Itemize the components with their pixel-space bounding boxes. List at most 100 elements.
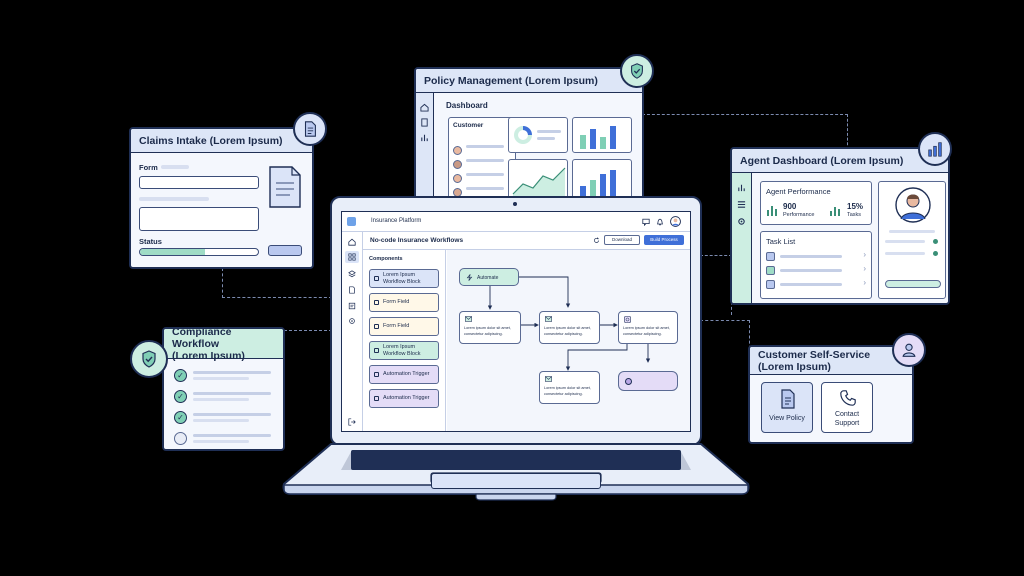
policy-card-title: Policy Management (Lorem Ipsum) [424,74,598,87]
component-label: Form Field [383,299,409,306]
policy-card-header: Policy Management (Lorem Ipsum) [416,69,642,93]
component-icon [374,276,379,281]
component-item[interactable]: Automation Trigger [369,365,439,384]
contact-support-button[interactable]: Contact Support [821,382,873,433]
flow-node-text-2: consectetur adipiscing. [544,392,583,396]
selfservice-card-title-line2: (Lorem Ipsum) [758,360,831,373]
policy-management-card: Policy Management (Lorem Ipsum) Dashboar… [414,67,644,203]
donut-chart-icon [514,126,532,144]
components-label: Components [369,256,403,262]
document-icon [781,389,795,409]
flow-connectors [487,276,651,371]
flow-end-icon [625,378,632,385]
bar-chart-icon[interactable] [737,183,746,192]
document-icon [269,166,301,208]
selfservice-card-header: Customer Self-Service (Lorem Ipsum) [750,347,912,375]
bar-chart-icon[interactable] [420,133,429,142]
submit-claim-button[interactable] [268,245,302,256]
task-row[interactable]: › [766,278,866,290]
checklist-item[interactable]: ✓ [174,369,278,383]
download-button[interactable]: Download [604,235,640,245]
flow-start-node[interactable]: Automate [459,268,519,286]
bar-chart-icon [830,207,840,216]
laptop-base [282,443,750,501]
workflow-canvas: Automate Lorem ipsum dolor sit amet, con… [447,250,690,431]
settings-icon[interactable] [737,217,746,226]
component-item[interactable]: Automation Trigger [369,389,439,408]
laptop-trackpad [431,473,601,489]
logout-icon[interactable] [348,418,356,426]
grid-icon [348,253,356,261]
flow-step-node[interactable]: Lorem ipsum dolor sit amet, consectetur … [459,311,521,344]
chevron-right-icon: › [863,278,866,287]
refresh-icon[interactable] [593,237,600,244]
agent-performance-panel: Agent Performance 900 Performance 15% Ta… [760,181,872,225]
build-process-button[interactable]: Build Process [644,235,684,245]
app-title: Insurance Platform [371,218,422,224]
file-icon[interactable] [348,302,356,310]
component-label-line1: Automation Trigger [383,395,430,402]
home-icon[interactable] [348,238,356,246]
form-label-placeholder [139,197,209,201]
component-item[interactable]: Form Field [369,293,439,312]
donut-widget [508,117,568,153]
customer-row[interactable] [453,170,504,188]
agent-chart-badge [918,132,952,166]
flow-node-text-1: Lorem ipsum dolor sit amet, [464,326,511,330]
compliance-card-header: Compliance Workflow (Lorem Ipsum) [164,329,283,362]
flow-node-text-1: Lorem ipsum dolor sit amet, [544,326,591,330]
form-field-2[interactable] [139,207,259,231]
document-icon[interactable] [348,286,356,294]
task-row[interactable]: › [766,264,866,276]
component-label-line1: Automation Trigger [383,371,430,378]
view-policy-button[interactable]: View Policy [761,382,813,433]
component-label: Form Field [383,323,409,330]
phone-icon [840,390,856,406]
flow-start-label: Automate [477,275,499,281]
flow-node-text-1: Lorem ipsum dolor sit amet, [544,386,591,390]
connector-policy [642,114,848,150]
clock-icon [624,316,631,323]
flow-step-node[interactable]: Lorem ipsum dolor sit amet, consectetur … [539,371,600,404]
list-icon[interactable] [737,200,746,209]
flow-node-text-2: consectetur adipiscing. [544,332,583,336]
chat-icon[interactable] [642,218,650,226]
component-label-line1: Form Field [383,323,410,330]
policy-sidebar [416,93,434,201]
form-field-1[interactable] [139,176,259,189]
customer-label: Customer [453,122,484,129]
app-logo-icon [347,217,356,226]
page-title: No-code Insurance Workflows [370,237,464,244]
compliance-shield-badge [130,340,168,378]
flow-step-node[interactable]: Lorem ipsum dolor sit amet, consectetur … [539,311,600,344]
profile-action-button[interactable] [885,280,941,288]
settings-icon[interactable] [348,317,356,325]
component-label: Automation Trigger [383,371,429,378]
user-avatar-icon[interactable] [670,216,681,227]
layers-icon[interactable] [348,270,356,278]
line-widget [508,159,568,201]
component-item[interactable]: Form Field [369,317,439,336]
task-row[interactable]: › [766,250,866,262]
checklist-item[interactable]: ✓ [174,411,278,425]
customer-self-service-card: Customer Self-Service (Lorem Ipsum) View… [748,345,914,444]
bell-icon[interactable] [656,218,664,226]
profile-name-placeholder [889,230,935,233]
customer-row[interactable] [453,142,504,160]
checklist-item[interactable]: ✓ [174,390,278,404]
form-label-placeholder [161,165,189,169]
customer-row[interactable] [453,156,504,174]
chevron-right-icon: › [863,264,866,273]
component-label-line2: Workflow Block [383,278,421,285]
form-label: Form [139,163,158,172]
build-process-label: Build Process [650,237,678,242]
document-icon[interactable] [420,118,429,127]
component-icon [374,300,379,305]
flow-end-node[interactable] [618,371,678,391]
home-icon[interactable] [420,103,429,112]
flow-step-node[interactable]: Lorem ipsum dolor sit amet, consectetur … [618,311,678,344]
checklist-item[interactable] [174,432,278,446]
